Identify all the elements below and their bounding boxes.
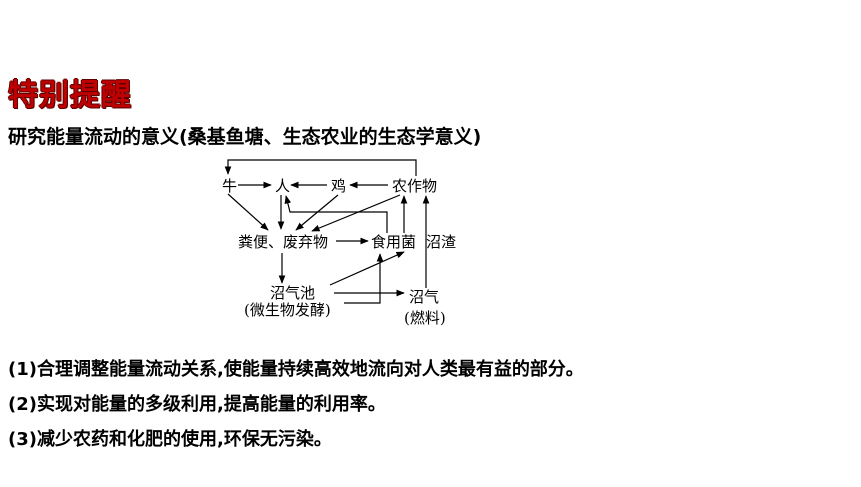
point-item: (1)合理调整能量流动关系,使能量持续高效地流向对人类最有益的部分。 (8, 359, 584, 380)
arrow-crops-to-cow (224, 159, 417, 176)
arrow-biogas-pool-to-residue (329, 251, 405, 286)
arrow-cow-to-manure (227, 193, 269, 231)
node-biogas: 沼气 (409, 288, 439, 306)
arrow-crops-to-manure (311, 194, 401, 232)
point-item: (3)减少农药和化肥的使用,环保无污染。 (8, 429, 332, 450)
node-biogas-pool: 沼气池 (270, 284, 315, 302)
point-item: (2)实现对能量的多级利用,提高能量的利用率。 (8, 394, 386, 415)
points-list: (1)合理调整能量流动关系,使能量持续高效地流向对人类最有益的部分。 (2)实现… (8, 356, 584, 461)
node-human: 人 (275, 177, 290, 195)
node-biogas-pool-note: (微生物发酵) (244, 301, 331, 319)
node-mushroom: 食用菌 (371, 233, 416, 251)
node-manure: 粪便、废弃物 (238, 233, 328, 251)
node-residue: 沼渣 (426, 233, 456, 251)
node-chicken: 鸡 (331, 177, 346, 195)
arrow-mushroom-to-human (284, 195, 388, 233)
section-heading: 特别提醒 (8, 78, 132, 113)
node-cow: 牛 (222, 177, 237, 195)
node-biogas-note: (燃料) (404, 309, 446, 327)
node-crops: 农作物 (392, 177, 437, 195)
section-subtitle: 研究能量流动的意义(桑基鱼塘、生态农业的生态学意义) (8, 126, 482, 148)
arrow-biogas-pool-residue-line (344, 253, 384, 304)
